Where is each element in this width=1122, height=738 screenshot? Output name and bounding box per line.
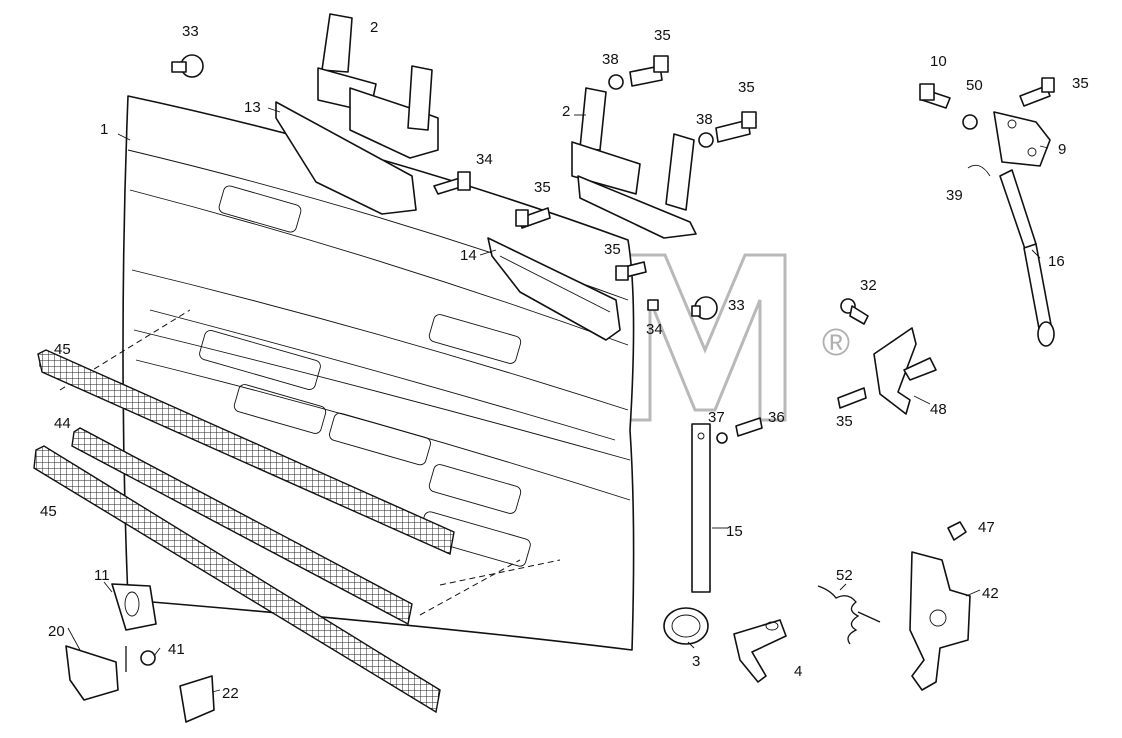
callout-35: 35: [654, 27, 671, 44]
callout-38: 38: [602, 51, 619, 68]
grille-panel: [59, 95, 635, 651]
callout-45: 45: [54, 341, 71, 358]
callout-13: 13: [244, 99, 261, 116]
callout-35: 35: [738, 79, 755, 96]
callout-15: 15: [726, 523, 743, 540]
strut-bracket: [993, 111, 1051, 167]
callout-34: 34: [646, 321, 663, 338]
leader-lines: [67, 107, 1049, 693]
callout-labels: 1 2 2 3 4 9 10 11 13 14 15 16 20 22 32 3…: [40, 19, 1089, 702]
callout-39: 39: [946, 187, 963, 204]
callout-4: 4: [794, 663, 802, 680]
hinge-bracket-right: [571, 87, 697, 239]
callout-37: 37: [708, 409, 725, 426]
grille-strip-lower: [33, 445, 441, 714]
callout-2: 2: [370, 19, 378, 36]
callout-44: 44: [54, 415, 71, 432]
grommet: [663, 607, 709, 645]
callout-35: 35: [1072, 75, 1089, 92]
callout-3: 3: [692, 653, 700, 670]
callout-2: 2: [562, 103, 570, 120]
callout-38: 38: [696, 111, 713, 128]
callout-35: 35: [836, 413, 853, 430]
callout-34: 34: [476, 151, 493, 168]
callout-11: 11: [94, 567, 110, 584]
grille-strip-middle: [71, 427, 413, 626]
return-spring: [817, 585, 881, 645]
callout-50: 50: [966, 77, 983, 94]
callout-16: 16: [1048, 253, 1065, 270]
clip-part: [111, 583, 157, 631]
callout-35: 35: [604, 241, 621, 258]
callout-1: 1: [100, 121, 108, 138]
registered-mark: ®: [822, 322, 850, 364]
callout-10: 10: [930, 53, 947, 70]
mounting-rail: [487, 237, 621, 341]
callout-32: 32: [860, 277, 877, 294]
callout-33: 33: [728, 297, 745, 314]
release-lever: [733, 619, 787, 683]
latch-bracket: [837, 298, 937, 415]
callout-20: 20: [48, 623, 65, 640]
callout-33: 33: [182, 23, 199, 40]
callout-42: 42: [982, 585, 999, 602]
callout-35: 35: [534, 179, 551, 196]
callout-22: 22: [222, 685, 239, 702]
release-rod: [691, 417, 763, 593]
callout-45: 45: [40, 503, 57, 520]
callout-47: 47: [978, 519, 995, 536]
grille-strip-upper: [37, 349, 455, 556]
callout-52: 52: [836, 567, 853, 584]
end-cap: [179, 675, 215, 723]
gas-strut: [967, 164, 1055, 347]
bolt-group-upper: [171, 54, 1055, 320]
callout-41: 41: [168, 641, 185, 658]
callout-48: 48: [930, 401, 947, 418]
callout-36: 36: [768, 409, 785, 426]
hinge-bracket-left: [275, 13, 439, 215]
hood-latch: [909, 521, 971, 691]
callout-9: 9: [1058, 141, 1066, 158]
callout-14: 14: [460, 247, 477, 264]
corner-bracket: [65, 645, 156, 701]
